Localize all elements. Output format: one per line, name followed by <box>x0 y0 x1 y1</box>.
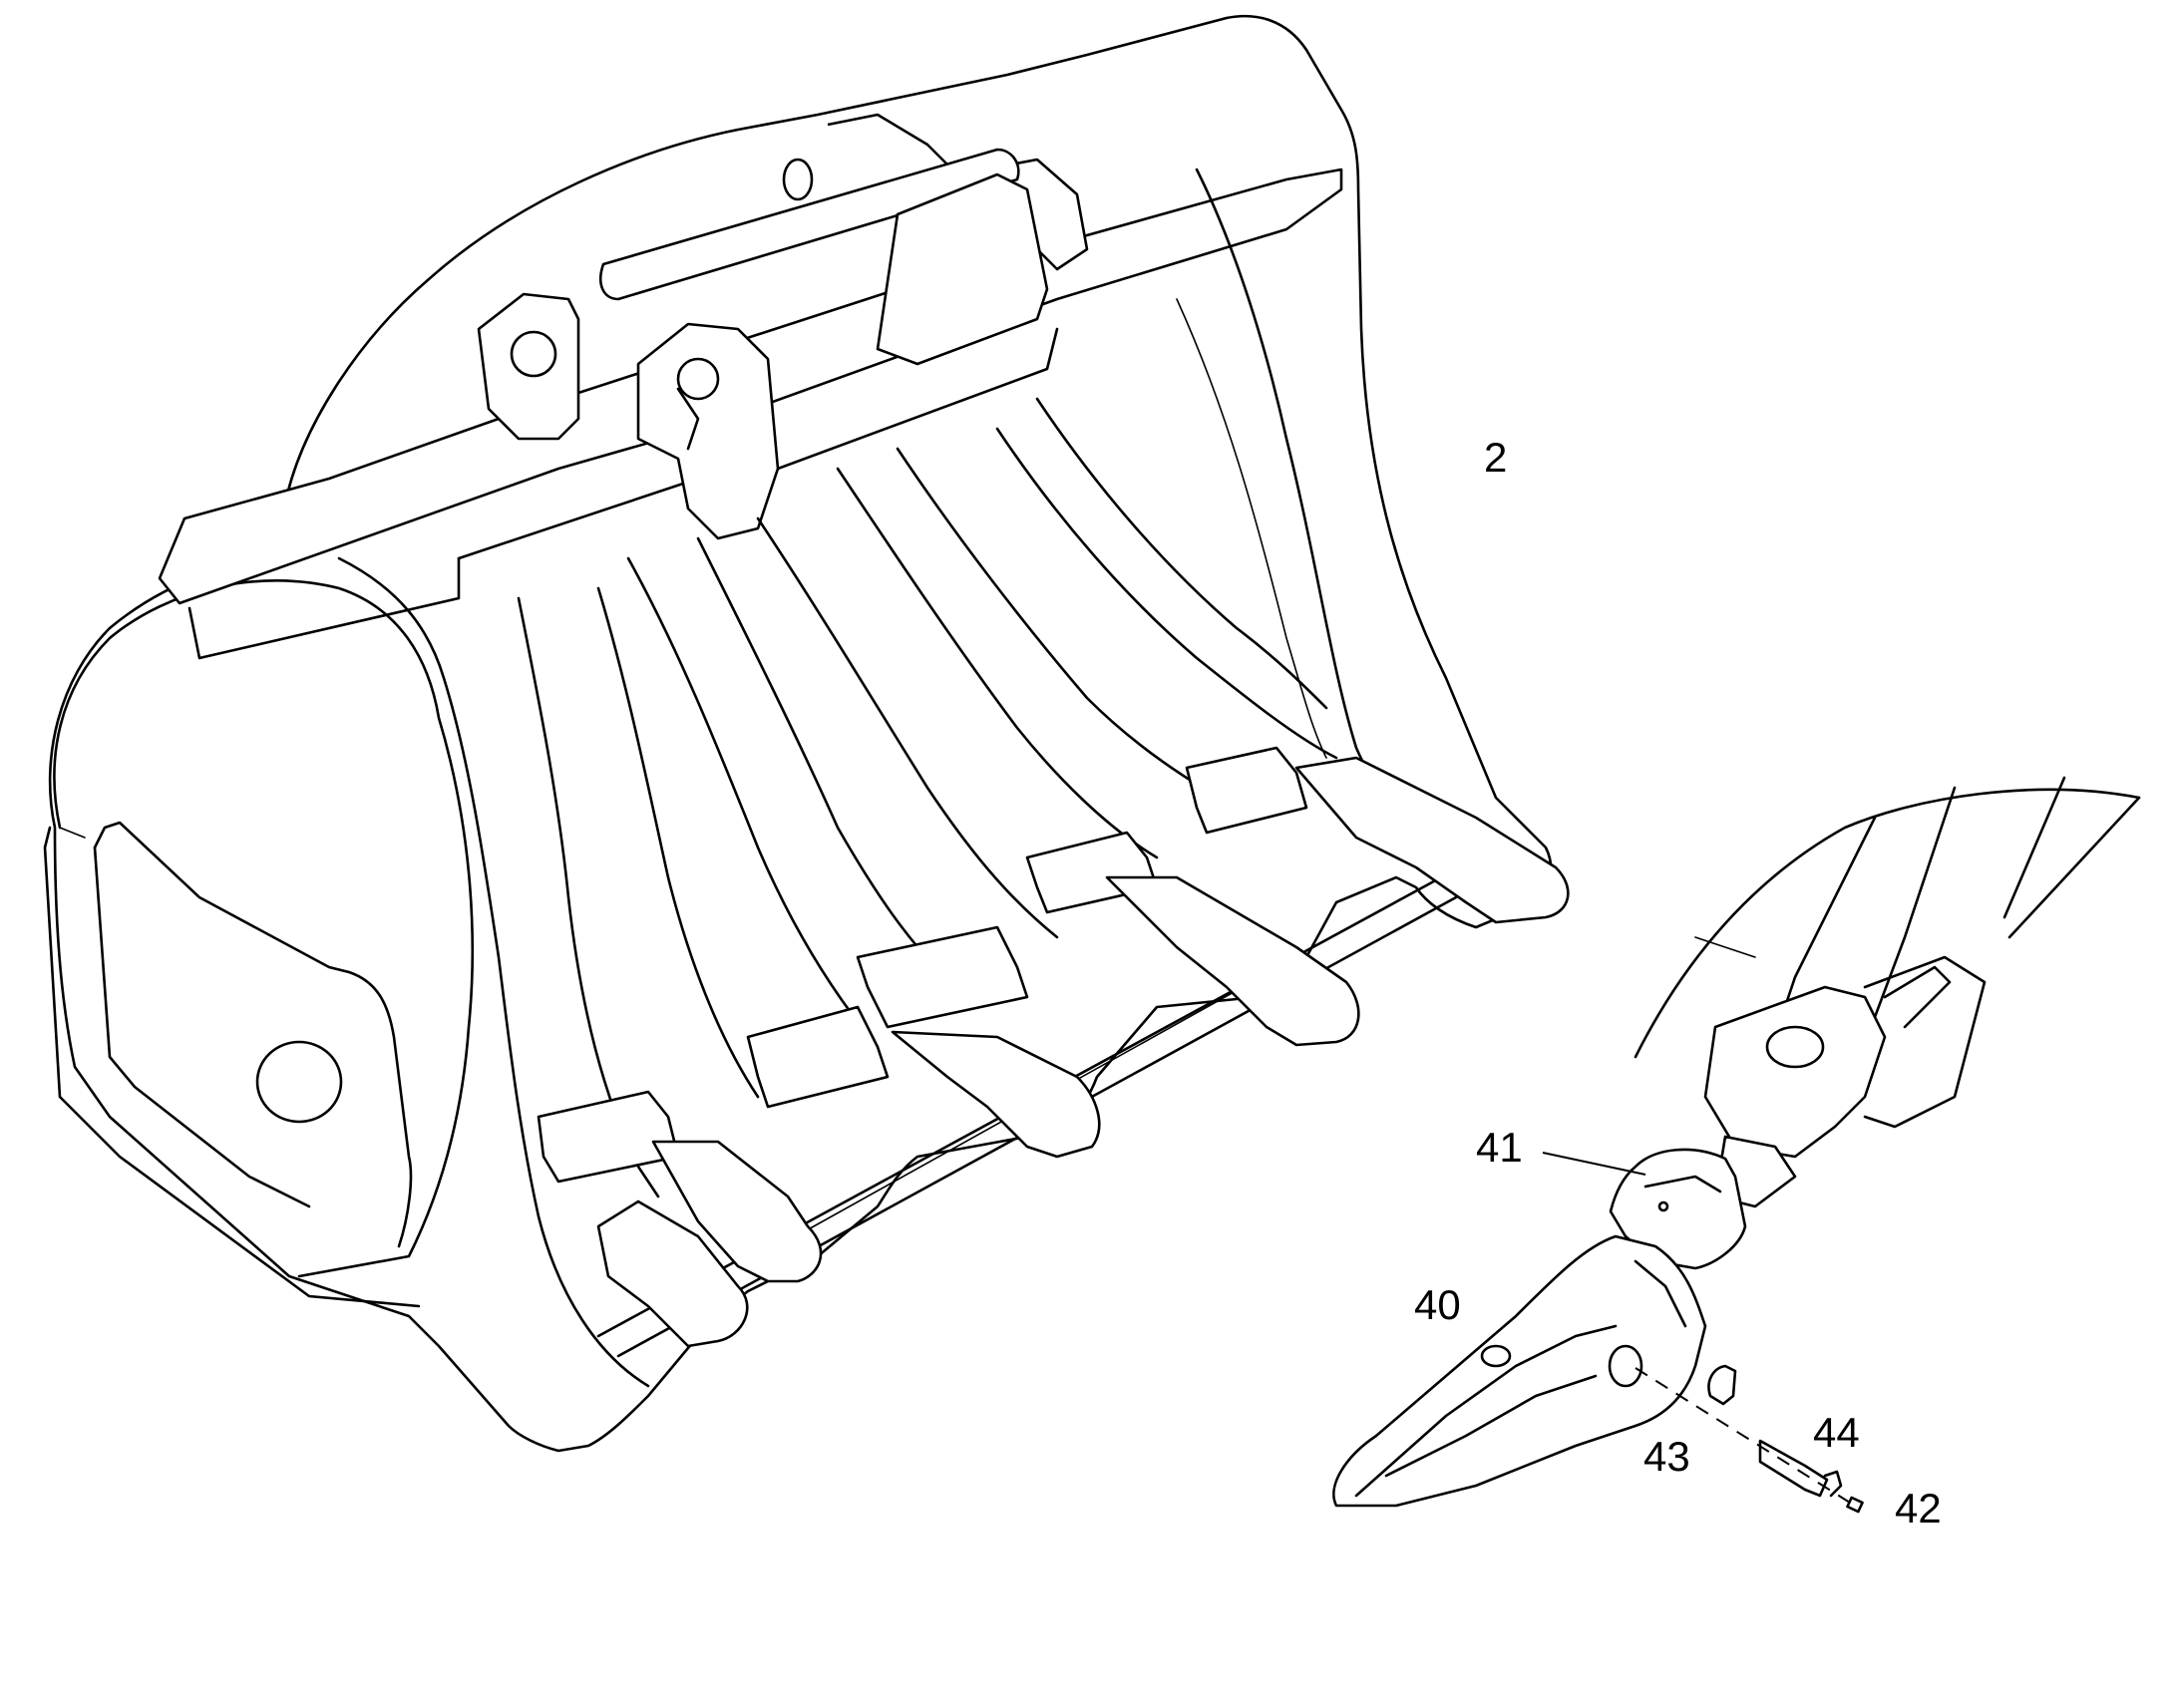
callout-43: 43 <box>1643 1433 1690 1480</box>
callout-44: 44 <box>1813 1409 1860 1456</box>
callout-42: 42 <box>1895 1485 1942 1532</box>
locking-pin <box>1758 1439 1843 1498</box>
callout-41: 41 <box>1476 1124 1523 1171</box>
bucket-tooth <box>1332 1234 1707 1508</box>
wear-cap <box>1609 1148 1747 1270</box>
retainer-ring <box>1707 1364 1737 1406</box>
tooth-adapter <box>1634 776 2141 1208</box>
plug <box>1846 1496 1864 1514</box>
callout-40: 40 <box>1414 1281 1461 1328</box>
assembly-axis <box>1635 1367 1851 1504</box>
rake-bucket-assembly <box>43 14 1570 1453</box>
callout-2: 2 <box>1484 434 1508 481</box>
leader-41 <box>1542 1152 1646 1176</box>
